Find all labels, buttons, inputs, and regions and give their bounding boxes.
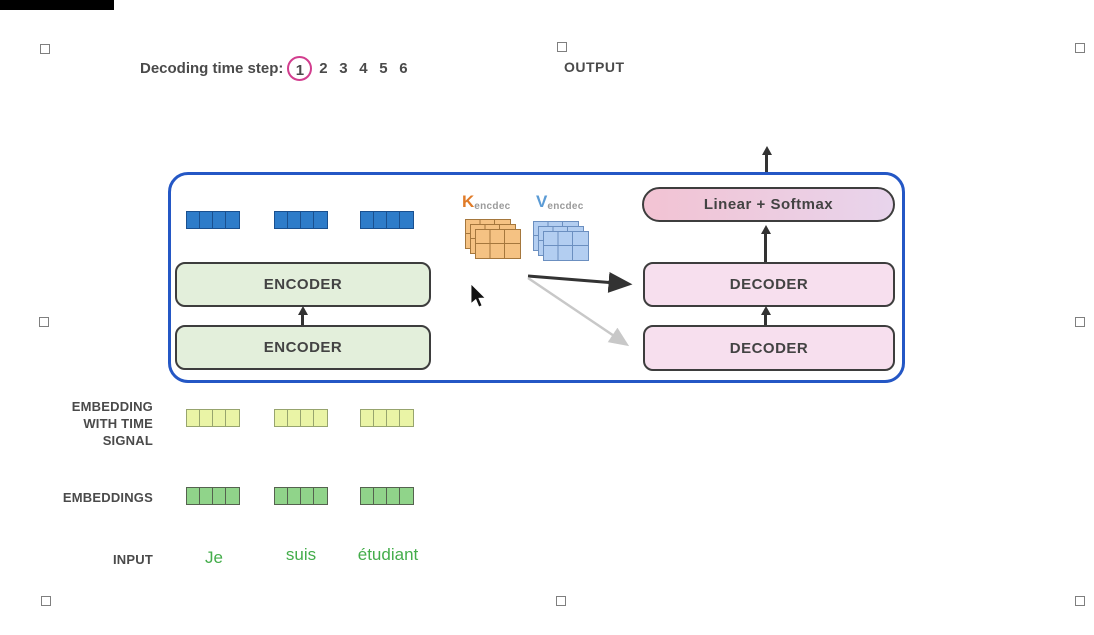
decoding-time-step-row: Decoding time step: 1 2 3 4 5 6 bbox=[140, 54, 413, 82]
step-number-6: 6 bbox=[399, 59, 408, 77]
resize-handle-middle-right[interactable] bbox=[1075, 317, 1085, 327]
k-encdec-label: Kencdec bbox=[462, 192, 511, 212]
resize-handle-top-right[interactable] bbox=[1075, 43, 1085, 53]
decoder-box-top: DECODER bbox=[643, 262, 895, 307]
resize-handle-bottom-left[interactable] bbox=[41, 596, 51, 606]
resize-handle-middle-left[interactable] bbox=[39, 317, 49, 327]
linear-softmax-box: Linear + Softmax bbox=[642, 187, 895, 222]
embeddings-label: EMBEDDINGS bbox=[62, 490, 153, 505]
resize-handle-top-center[interactable] bbox=[557, 42, 567, 52]
encoder-output-vector-1 bbox=[186, 211, 240, 229]
v-subscript: encdec bbox=[547, 201, 584, 212]
time-signal-vector-1 bbox=[186, 409, 240, 427]
arrow-encoder-to-encoder-icon bbox=[296, 306, 309, 325]
input-token-je: Je bbox=[205, 548, 223, 567]
step-number-4: 4 bbox=[359, 59, 368, 77]
embedding-vector-3 bbox=[360, 487, 414, 505]
linear-softmax-label: Linear + Softmax bbox=[703, 196, 834, 213]
embedding-time-signal-label: EMBEDDING WITH TIME SIGNAL bbox=[40, 398, 153, 449]
v-symbol: V bbox=[536, 192, 548, 211]
encoder-box-top-label: ENCODER bbox=[263, 276, 343, 293]
v-matrix-stack bbox=[533, 221, 590, 262]
arrow-softmax-to-output-icon bbox=[760, 146, 773, 174]
arrow-decoder-to-softmax-icon bbox=[759, 225, 772, 262]
resize-handle-bottom-center[interactable] bbox=[556, 596, 566, 606]
input-token-suis: suis bbox=[285, 545, 317, 564]
resize-handle-bottom-right[interactable] bbox=[1075, 596, 1085, 606]
embedding-vector-1 bbox=[186, 487, 240, 505]
resize-handle-top-left[interactable] bbox=[40, 44, 50, 54]
step-number-3: 3 bbox=[339, 59, 348, 77]
step-number-1-active: 1 bbox=[287, 55, 313, 81]
step-number-2: 2 bbox=[319, 59, 328, 77]
time-signal-vector-2 bbox=[274, 409, 328, 427]
input-token-etudiant: étudiant bbox=[357, 545, 419, 564]
input-label: INPUT bbox=[113, 552, 153, 567]
kv-to-decoder-arrows-icon bbox=[527, 271, 633, 347]
embedding-time-signal-label-line2: WITH TIME bbox=[83, 416, 153, 431]
decoder-box-bottom-label: DECODER bbox=[729, 339, 809, 357]
decoding-time-step-label: Decoding time step: bbox=[140, 59, 284, 77]
time-signal-vector-3 bbox=[360, 409, 414, 427]
v-encdec-label: Vencdec bbox=[536, 192, 584, 212]
letterbox-corner-bar bbox=[0, 0, 114, 10]
k-matrix-stack bbox=[465, 219, 522, 260]
step-number-5: 5 bbox=[379, 59, 388, 77]
mouse-cursor-icon bbox=[470, 283, 487, 308]
output-label: OUTPUT bbox=[564, 59, 625, 75]
k-symbol: K bbox=[462, 192, 475, 211]
encoder-output-vector-3 bbox=[360, 211, 414, 229]
encoder-box-top: ENCODER bbox=[175, 262, 431, 307]
arrow-decoder-to-decoder-icon bbox=[759, 306, 772, 325]
embedding-vector-2 bbox=[274, 487, 328, 505]
k-subscript: encdec bbox=[474, 201, 511, 212]
decoder-box-top-label: DECODER bbox=[729, 276, 809, 293]
decoder-box-bottom: DECODER bbox=[643, 325, 895, 371]
encoder-output-vector-2 bbox=[274, 211, 328, 229]
embedding-time-signal-label-line3: SIGNAL bbox=[102, 433, 153, 448]
encoder-box-bottom-label: ENCODER bbox=[263, 339, 343, 356]
encoder-box-bottom: ENCODER bbox=[175, 325, 431, 370]
embedding-time-signal-label-line1: EMBEDDING bbox=[71, 399, 153, 414]
